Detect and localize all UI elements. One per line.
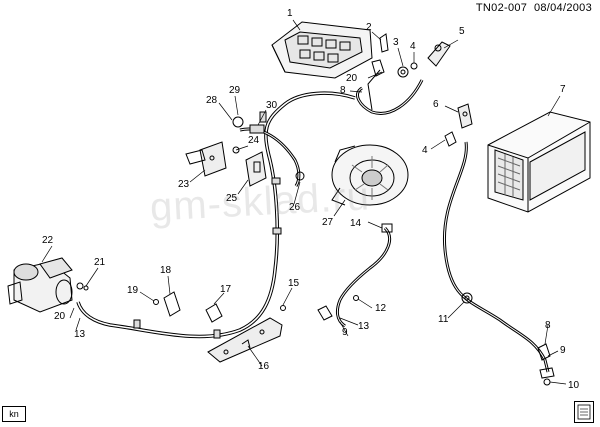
- generator: [295, 144, 409, 206]
- callout-5: 5: [459, 26, 465, 37]
- drawing-code: TN02-007: [475, 2, 528, 14]
- brackets: [185, 116, 267, 187]
- callout-24: 24: [248, 135, 260, 146]
- callout-20-lower: 20: [54, 311, 66, 322]
- callout-22: 22: [42, 235, 54, 246]
- callout-7: 7: [560, 84, 566, 95]
- fuse-block: [271, 21, 373, 79]
- callout-8: 8: [340, 85, 346, 96]
- callout-19: 19: [127, 285, 139, 296]
- callout-25: 25: [226, 193, 238, 204]
- callout-4-lower: 4: [422, 145, 428, 156]
- callout-28: 28: [206, 95, 218, 106]
- callout-14: 14: [350, 218, 362, 229]
- callout-3: 3: [393, 37, 399, 48]
- callout-29: 29: [229, 85, 241, 96]
- callout-20: 20: [346, 73, 358, 84]
- callout-16: 16: [258, 361, 270, 372]
- callout-10: 10: [568, 380, 580, 391]
- callout-18: 18: [160, 265, 172, 276]
- callout-30: 30: [266, 100, 278, 111]
- callout-13-lower: 13: [74, 329, 86, 340]
- callout-15: 15: [288, 278, 300, 289]
- callout-1: 1: [287, 8, 293, 19]
- callout-4: 4: [410, 41, 416, 52]
- corner-tag: kn: [2, 406, 26, 422]
- battery: [487, 111, 591, 213]
- callout-17: 17: [220, 284, 232, 295]
- callout-2: 2: [366, 22, 372, 33]
- document-glyph-icon: [577, 404, 591, 420]
- callout-21: 21: [94, 257, 106, 268]
- callout-9: 9: [342, 327, 348, 338]
- callout-26: 26: [289, 202, 301, 213]
- callout-27: 27: [322, 217, 334, 228]
- callout-6: 6: [433, 99, 439, 110]
- callout-23: 23: [178, 179, 190, 190]
- callout-9-lower: 9: [560, 345, 566, 356]
- drawing-id-header: TN02-007 08/04/2003: [476, 2, 592, 14]
- callout-8-lower: 8: [545, 320, 551, 331]
- document-icon: [574, 401, 594, 423]
- starter-motor: [7, 257, 89, 313]
- drawing-date: 08/04/2003: [533, 2, 592, 14]
- callout-11: 11: [438, 314, 449, 325]
- callout-13: 13: [358, 321, 370, 332]
- callout-12: 12: [375, 303, 387, 314]
